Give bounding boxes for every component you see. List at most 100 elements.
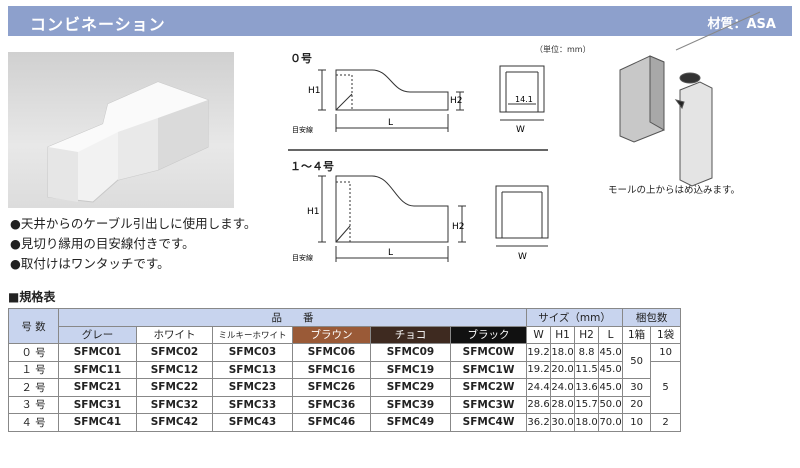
row-number: ２ 号 [8, 378, 59, 397]
product-code: SFMC11 [58, 360, 137, 379]
product-code: SFMC23 [212, 378, 293, 397]
dim-w-1-4: W [518, 252, 527, 262]
size-w: 19.2 [526, 360, 552, 379]
spec-table: 号 数 品 番 サイズ（mm） 梱包数 グレー ホワイト ミルキーホワイト ブラ… [8, 308, 682, 432]
dim-w-0: W [516, 125, 525, 135]
product-code: SFMC09 [370, 343, 451, 362]
product-code: SFMC39 [370, 395, 451, 414]
table-row: ３ 号 SFMC31 SFMC32 SFMC33 SFMC36 SFMC39 S… [8, 395, 681, 414]
product-code: SFMC13 [212, 360, 293, 379]
size-1-4-side-view [318, 175, 466, 262]
col-header-size: サイズ（mm） [526, 308, 624, 327]
page-title: コンビネーション [30, 15, 166, 34]
size-l: 45.0 [598, 360, 624, 379]
feature-item: ●見切り縁用の目安線付きです。 [10, 236, 195, 251]
product-code: SFMC4W [449, 413, 528, 432]
dim-14-1: 14.1 [515, 95, 533, 104]
product-code: SFMC01 [58, 343, 137, 362]
unit-note: （単位：mm） [535, 45, 591, 54]
size-1-4-label: １～４号 [290, 160, 334, 173]
pack-box: 30 [622, 378, 652, 397]
size-h2: 15.7 [574, 395, 600, 414]
col-header-w: W [526, 325, 552, 344]
size-h1: 30.0 [550, 413, 576, 432]
col-header-black: ブラック [449, 325, 528, 344]
col-header-brown: ブラウン [292, 325, 371, 344]
product-photo-drawing [47, 81, 209, 203]
table-row: ２ 号 SFMC21 SFMC22 SFMC23 SFMC26 SFMC29 S… [8, 378, 681, 397]
pack-box: 10 [622, 413, 652, 432]
product-code: SFMC03 [212, 343, 293, 362]
col-header-h1: H1 [550, 325, 576, 344]
size-0-side-view [318, 69, 464, 132]
col-header-product: 品 番 [57, 308, 528, 327]
feature-item: ●天井からのケーブル引出しに使用します。 [10, 216, 257, 231]
dim-h2-0: H2 [450, 96, 463, 106]
product-code: SFMC12 [136, 360, 213, 379]
product-code: SFMC06 [292, 343, 371, 362]
size-l: 70.0 [598, 413, 624, 432]
product-code: SFMC3W [449, 395, 528, 414]
pack-bag: 10 [650, 343, 682, 362]
col-header-box: 1箱 [622, 325, 652, 344]
size-h2: 13.6 [574, 378, 600, 397]
pack-box: 20 [622, 395, 652, 414]
size-h1: 18.0 [550, 343, 576, 362]
col-header-pack: 梱包数 [622, 308, 682, 327]
size-w: 19.2 [526, 343, 552, 362]
product-code: SFMC36 [292, 395, 371, 414]
product-code: SFMC33 [212, 395, 293, 414]
page-header: コンビネーション 材質：ASA [8, 6, 792, 36]
col-header-milky-white: ミルキーホワイト [212, 325, 293, 344]
dim-h1-0: H1 [308, 86, 321, 96]
size-h1: 28.0 [550, 395, 576, 414]
dim-h1-1-4: H1 [307, 207, 320, 217]
dimension-diagrams: H1 H2 L 目安線 14.1 W H1 H2 L 目安線 W [288, 11, 761, 262]
product-code: SFMC43 [212, 413, 293, 432]
dim-l-1-4: L [388, 248, 393, 258]
product-code: SFMC1W [449, 360, 528, 379]
row-number: ３ 号 [8, 395, 59, 414]
product-code: SFMC02 [136, 343, 213, 362]
size-h1: 20.0 [550, 360, 576, 379]
row-number: １ 号 [8, 360, 59, 379]
table-row: １ 号 SFMC11 SFMC12 SFMC13 SFMC16 SFMC19 S… [8, 360, 682, 414]
col-header-l: L [598, 325, 624, 344]
product-code: SFMC22 [136, 378, 213, 397]
product-code: SFMC29 [370, 378, 451, 397]
size-0-end-view [499, 65, 545, 121]
row-number: ４ 号 [8, 413, 59, 432]
table-row: ０ 号 SFMC01 SFMC02 SFMC03 SFMC06 SFMC09 S… [8, 343, 682, 379]
size-h2: 11.5 [574, 360, 600, 379]
size-h2: 18.0 [574, 413, 600, 432]
col-header-white: ホワイト [136, 325, 213, 344]
product-code: SFMC16 [292, 360, 371, 379]
feature-list: ●天井からのケーブル引出しに使用します。 ●見切り縁用の目安線付きです。 ●取付… [10, 214, 256, 274]
size-1-4-end-view [495, 185, 549, 247]
installation-caption: モールの上からはめ込みます。 [608, 185, 741, 196]
pack-box: 50 [622, 343, 652, 379]
col-header-bag: 1袋 [650, 325, 682, 344]
pack-bag: 5 [650, 360, 682, 414]
col-header-gray: グレー [58, 325, 137, 344]
guide-line-label-1-4: 目安線 [292, 253, 313, 262]
dim-l-0: L [388, 118, 393, 128]
size-h1: 24.0 [550, 378, 576, 397]
dim-h2-1-4: H2 [452, 222, 465, 232]
col-header-number: 号 数 [8, 308, 59, 344]
col-header-h2: H2 [574, 325, 600, 344]
size-0-label: ０号 [290, 52, 312, 65]
pack-bag: 2 [650, 413, 682, 432]
product-code: SFMC46 [292, 413, 371, 432]
feature-item: ●取付けはワンタッチです。 [10, 256, 170, 271]
table-row: ４ 号 SFMC41 SFMC42 SFMC43 SFMC46 SFMC49 S… [8, 413, 682, 432]
size-h2: 8.8 [574, 343, 600, 362]
size-l: 50.0 [598, 395, 624, 414]
size-l: 45.0 [598, 343, 624, 362]
product-code: SFMC41 [58, 413, 137, 432]
product-code: SFMC49 [370, 413, 451, 432]
installation-illustration [619, 11, 761, 187]
guide-line-label-0: 目安線 [292, 125, 313, 134]
product-code: SFMC2W [449, 378, 528, 397]
product-code: SFMC42 [136, 413, 213, 432]
